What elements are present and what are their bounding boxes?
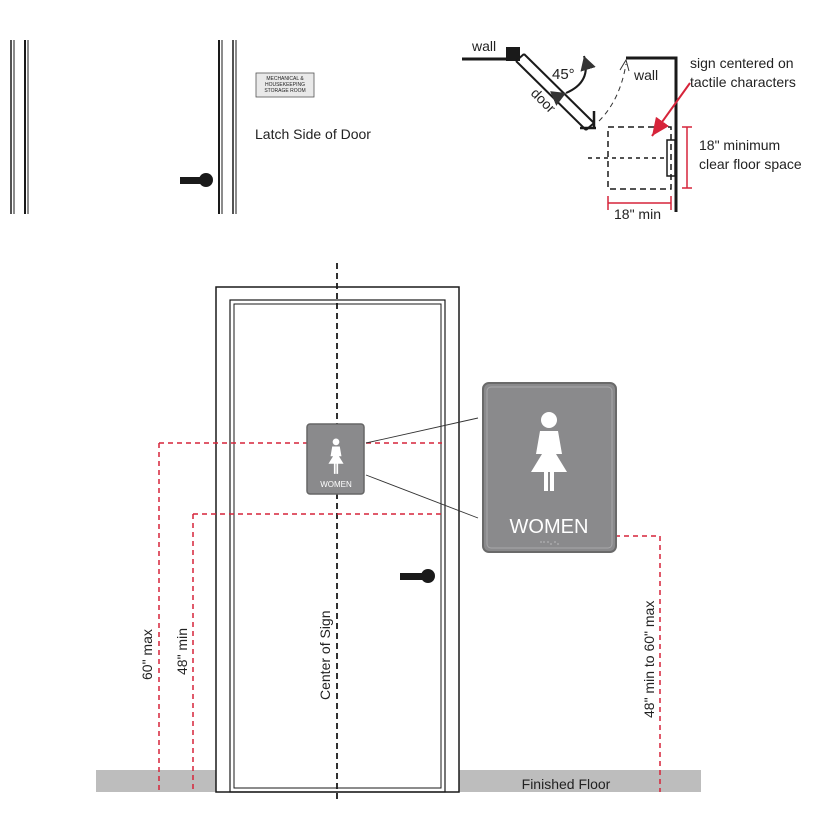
leader-line-bottom bbox=[365, 474, 479, 519]
small-sign-text: WOMEN bbox=[320, 480, 352, 489]
top-left-door-strip bbox=[10, 40, 237, 214]
large-sign-text: WOMEN bbox=[510, 516, 589, 538]
door-label: door bbox=[528, 85, 559, 116]
floor-left bbox=[96, 770, 216, 792]
min-width-label: 18" min bbox=[614, 206, 661, 222]
woman-restroom-icon bbox=[531, 412, 567, 491]
clear-floor-space bbox=[607, 126, 672, 190]
center-of-sign-label: Center of Sign bbox=[317, 611, 333, 701]
dim-range-label: 48" min to 60" max bbox=[641, 601, 657, 718]
height-dimensions bbox=[158, 442, 661, 792]
wall-left-label: wall bbox=[471, 38, 496, 54]
finished-floor-label: Finished Floor bbox=[522, 776, 611, 792]
callout-arrow bbox=[651, 82, 691, 137]
door-handle-icon bbox=[180, 173, 213, 187]
callout-line-1: sign centered on bbox=[690, 55, 794, 71]
arc-arrow-icon bbox=[549, 55, 596, 106]
mechanical-room-sign: MECHANICAL & HOUSEKEEPING STORAGE ROOM bbox=[255, 72, 315, 98]
braille-dots bbox=[540, 541, 559, 545]
clear-space-line-2: clear floor space bbox=[699, 156, 802, 172]
large-women-sign: WOMEN bbox=[482, 382, 617, 553]
floor-right bbox=[459, 770, 701, 792]
small-sign-line-3: STORAGE ROOM bbox=[264, 88, 305, 94]
wall-right-label: wall bbox=[633, 67, 658, 83]
hinge-block bbox=[506, 47, 520, 61]
door-handle-icon bbox=[400, 569, 435, 583]
callout-line-2: tactile characters bbox=[690, 74, 796, 90]
small-sign-line-1: MECHANICAL & bbox=[266, 76, 304, 82]
clear-space-line-1: 18" minimum bbox=[699, 137, 780, 153]
dim-60-max-label: 60" max bbox=[139, 629, 155, 680]
small-women-sign: WOMEN bbox=[306, 423, 365, 495]
latch-side-label: Latch Side of Door bbox=[255, 126, 371, 142]
leader-line-top bbox=[365, 417, 479, 444]
dim-48-min-label: 48" min bbox=[174, 628, 190, 675]
small-sign-line-2: HOUSEKEEPING bbox=[265, 82, 305, 88]
angle-label: 45° bbox=[552, 66, 575, 83]
plan-view: wall door 45° wall bbox=[462, 38, 692, 212]
woman-restroom-icon bbox=[328, 438, 344, 474]
